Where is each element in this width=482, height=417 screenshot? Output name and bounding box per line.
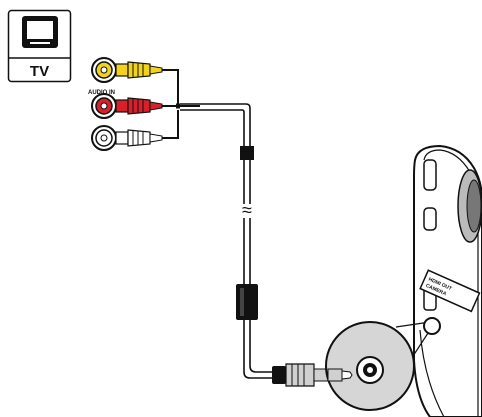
tv-label: TV <box>30 63 49 80</box>
ferrite-core <box>236 284 258 320</box>
plug-tip <box>327 368 353 382</box>
cable-break-symbol: ≈ <box>242 200 252 220</box>
side-label: HDMI OUT CAMERA <box>419 269 481 313</box>
cable <box>162 69 251 146</box>
av-plug <box>272 363 349 387</box>
port-zoom <box>325 317 441 411</box>
white-plug <box>115 129 163 147</box>
tv-box: TV <box>7 9 72 83</box>
yellow-jack <box>91 57 117 83</box>
audio-in-label: AUDIO IN <box>88 90 115 96</box>
ferrite-upper <box>240 146 254 160</box>
white-jack <box>91 125 117 151</box>
red-jack <box>91 93 117 119</box>
tv-icon <box>22 16 58 48</box>
side-button-2 <box>423 207 437 231</box>
red-plug <box>115 97 163 115</box>
yellow-plug <box>115 61 163 79</box>
side-button-1 <box>423 159 437 191</box>
